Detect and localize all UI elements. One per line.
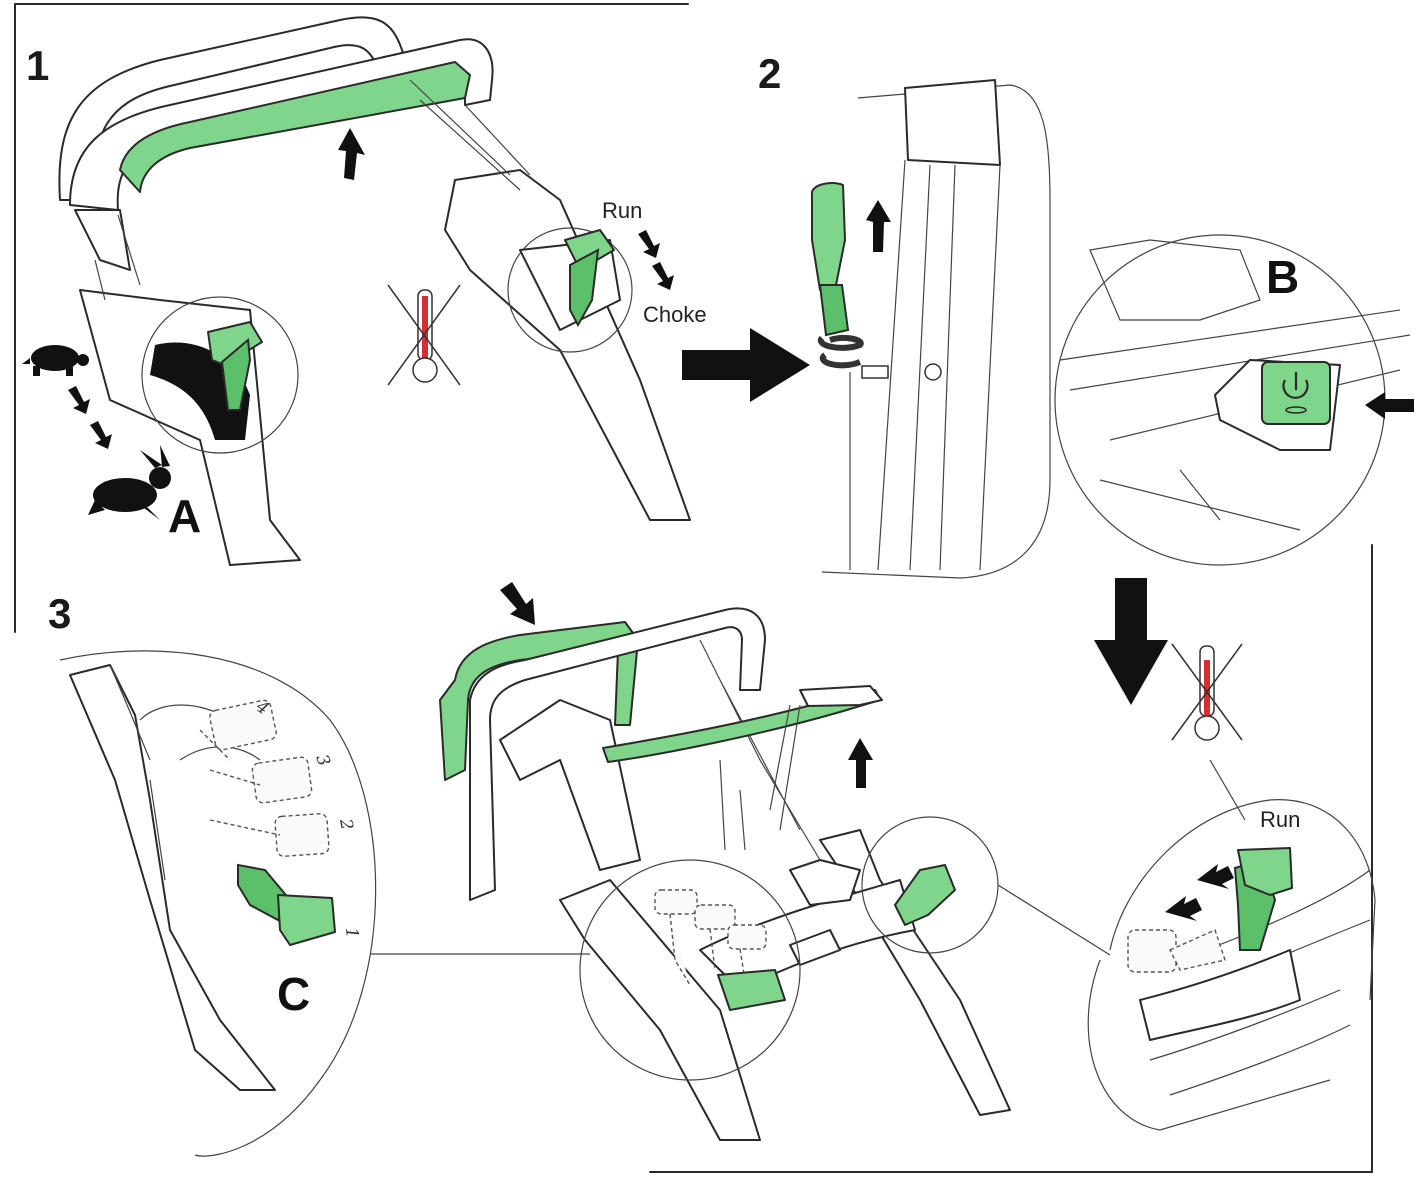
throttle-ghosts-panel-3 [654,889,767,986]
panel-3: 3 4 3 2 1 C [48,582,1376,1157]
down-arrow-icon [638,230,660,258]
throttle-pos-2: 2 [335,816,357,831]
throttle-positions-inset: 4 3 2 1 C [59,650,590,1157]
thermometer-crossed-icon [387,284,461,386]
throttle-ghost-positions [199,699,330,857]
up-right-arrow-run-1 [1165,896,1202,921]
down-arrow-large-icon [1094,578,1168,705]
panel-borders [14,3,1373,1173]
handle-closeup-frame [821,84,1051,579]
step-number-3: 3 [48,590,71,637]
lever-ghost-run [1127,929,1226,973]
dashed-arrow-icon [68,386,90,414]
dashed-arrow-icon-2 [90,421,112,449]
up-right-arrow-icon [848,738,873,788]
callout-b: B [1266,251,1299,303]
mower-handle-panel-3 [439,607,1111,1141]
left-arrow-icon [1365,392,1414,419]
panel-1: 1 Run Choke [22,16,707,566]
throttle-lever-panel-1 [141,296,299,454]
run-label-bottom: Run [1260,807,1300,832]
callout-a: A [168,490,201,542]
choke-lever-panel-1 [507,227,633,353]
up-arrow-icon-panel-2 [866,200,891,252]
up-right-arrow-run-2 [1197,864,1234,889]
step-number-2: 2 [758,50,781,97]
run-label: Run [602,198,642,223]
panel-2: 2 [758,50,1414,579]
throttle-pos-1: 1 [341,927,362,940]
turtle-icon [22,345,89,376]
thermometer-crossed-icon-2 [1171,643,1243,741]
bail-bar-highlight [119,61,471,193]
down-right-arrow-icon [500,582,535,625]
choke-label: Choke [643,302,707,327]
bail-bar-highlight-panel-3 [439,621,639,781]
pull-start-handle [810,182,864,369]
power-icon [1282,372,1309,414]
run-lever-inset: Run [1087,799,1376,1131]
callout-c: C [277,968,310,1020]
throttle-pos-3: 3 [311,752,333,769]
down-arrow-icon-2 [652,262,674,290]
rabbit-icon [88,445,171,520]
right-arrow-icon [682,328,810,402]
handle-tube-panel-2 [849,79,1001,571]
start-button-inset: B [1054,234,1414,566]
start-button [1261,361,1331,425]
step-number-1: 1 [26,42,49,89]
up-arrow-icon [338,128,365,180]
